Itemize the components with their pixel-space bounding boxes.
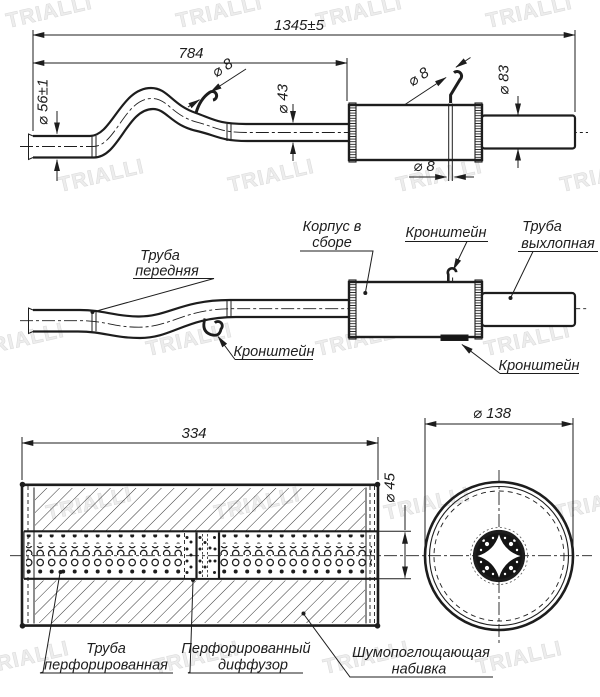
watermark-text: TRIALLI [314, 0, 404, 33]
label-diffuser: Перфорированный диффузор [181, 578, 311, 674]
insulation-hatch [35, 580, 365, 623]
label-bracket-top: Кронштейн [405, 225, 488, 271]
shell-outer-circle [423, 480, 575, 632]
weld-dot [374, 623, 381, 629]
front-hook-bracket [202, 318, 224, 337]
weld-joint-marks [91, 300, 232, 332]
dimension-mid-pipe-diameter: ⌀ 43 [275, 83, 296, 161]
label-text: Кронштейн [406, 225, 487, 241]
dimension-text: ⌀ 8 [405, 64, 433, 90]
dimension-body-diameter: ⌀ 138 [424, 405, 574, 558]
label-text: Труба [522, 219, 562, 235]
label-bracket-front: Кронштейн [217, 335, 315, 360]
label-text: Корпус в [303, 219, 362, 235]
bracket-rod [448, 103, 453, 181]
dimension-text: 784 [178, 45, 203, 62]
dimension-front-pipe-length: 784 [32, 45, 348, 101]
watermark-text: TRIALLI [226, 155, 316, 197]
top-pin-hook [446, 267, 458, 282]
view-side-labeled: Труба передняя Корпус в сборе Кронштейн … [20, 219, 598, 374]
weld-dot [19, 481, 26, 488]
label-bracket-bottom: Кронштейн [461, 344, 580, 374]
label-text: Шумопоглощающая [352, 645, 490, 661]
label-text: передняя [135, 264, 199, 280]
pipe-end-with-diffuser [472, 529, 526, 583]
label-text: перфорированная [44, 658, 168, 674]
shell-inner-circle [428, 485, 570, 627]
label-exhaust-pipe: Труба выхлопная [508, 219, 598, 300]
view-section-longitudinal: 334 [10, 425, 592, 678]
label-text: диффузор [218, 658, 288, 674]
label-text: Кронштейн [234, 344, 315, 360]
dimension-inlet-diameter: ⌀ 56±1 [35, 79, 60, 181]
label-front-pipe: Труба передняя [90, 248, 215, 314]
watermark-text: TRIALLI [174, 0, 264, 33]
crimped-end-cap [348, 102, 357, 163]
dimension-text: 334 [181, 425, 206, 442]
watermark-text: TRIALLI [0, 319, 66, 361]
muffler-body [347, 69, 484, 181]
inlet-flare [28, 133, 34, 161]
front-hook-bracket [194, 89, 219, 114]
watermark-text: TRIALLI [56, 155, 146, 197]
top-pin-hook [449, 69, 464, 103]
diffuser-perforations [185, 536, 217, 574]
dimension-text: ⌀ 45 [382, 472, 399, 503]
pipe-wall-circle [473, 530, 525, 582]
weld-joint-marks [91, 124, 232, 158]
view-side-dimensioned: 1345±5 784 ⌀ 56±1 ⌀ 43 ⌀ 8 [20, 17, 588, 181]
label-text: Труба [140, 248, 180, 264]
diffuser-holes [479, 536, 519, 576]
weld-dot [374, 481, 381, 488]
centerline [20, 98, 588, 147]
label-text: выхлопная [521, 236, 595, 252]
dimension-rod-diameter: ⌀ 8 [409, 158, 474, 180]
watermark-text: TRIALLI [552, 483, 600, 525]
dimension-perforated-pipe-diameter: ⌀ 45 [377, 472, 411, 580]
leader-dot [58, 570, 63, 574]
label-stuffing: Шумопоглощающая набивка [301, 611, 493, 678]
insulation-hatch [35, 488, 365, 531]
label-perforated-pipe: Труба перфорированная [39, 570, 173, 674]
dimension-text: ⌀ 8 [413, 158, 435, 175]
watermark-text: TRIALLI [558, 155, 600, 197]
dimension-text: 1345±5 [274, 17, 325, 34]
leader-dot [363, 291, 368, 295]
label-text: Кронштейн [499, 358, 580, 374]
muffler-body [347, 267, 484, 341]
leader-dot [90, 310, 95, 314]
crimped-end-cap [348, 279, 357, 340]
shell-outline [19, 481, 381, 629]
label-text: сборе [312, 235, 352, 251]
dimension-text: ⌀ 56±1 [35, 79, 52, 125]
dimension-text: ⌀ 83 [496, 64, 513, 95]
watermark-text: TRIALLI [4, 0, 94, 33]
cap-seam-dashed-circle [433, 490, 565, 622]
watermark-text: TRIALLI [484, 0, 574, 33]
label-text: Перфорированный [181, 641, 310, 657]
leader-dot [191, 578, 195, 582]
dimension-tail-pipe-diameter: ⌀ 83 [496, 64, 521, 168]
dimension-text: ⌀ 138 [473, 405, 512, 422]
weld-dot [19, 623, 26, 629]
label-text: набивка [392, 662, 447, 678]
tail-pipe [480, 114, 577, 150]
diffuser-star-opening [477, 534, 521, 578]
leader-dot [301, 611, 306, 616]
leader-dot [508, 296, 513, 300]
view-section-end: ⌀ 138 [423, 405, 575, 644]
dimension-overall-length: 1345±5 [32, 17, 576, 131]
label-body-assembly: Корпус в сборе [300, 219, 374, 295]
dimension-text: ⌀ 43 [275, 83, 292, 114]
bottom-bracket-plate [440, 334, 469, 341]
dimension-body-length: 334 [21, 425, 379, 480]
tail-pipe [480, 291, 577, 328]
front-pipe-outline [28, 86, 349, 161]
stuffing-dotted-circle [470, 527, 528, 585]
inlet-flare [28, 307, 34, 335]
centerline [20, 308, 588, 328]
label-text: Труба [86, 641, 126, 657]
